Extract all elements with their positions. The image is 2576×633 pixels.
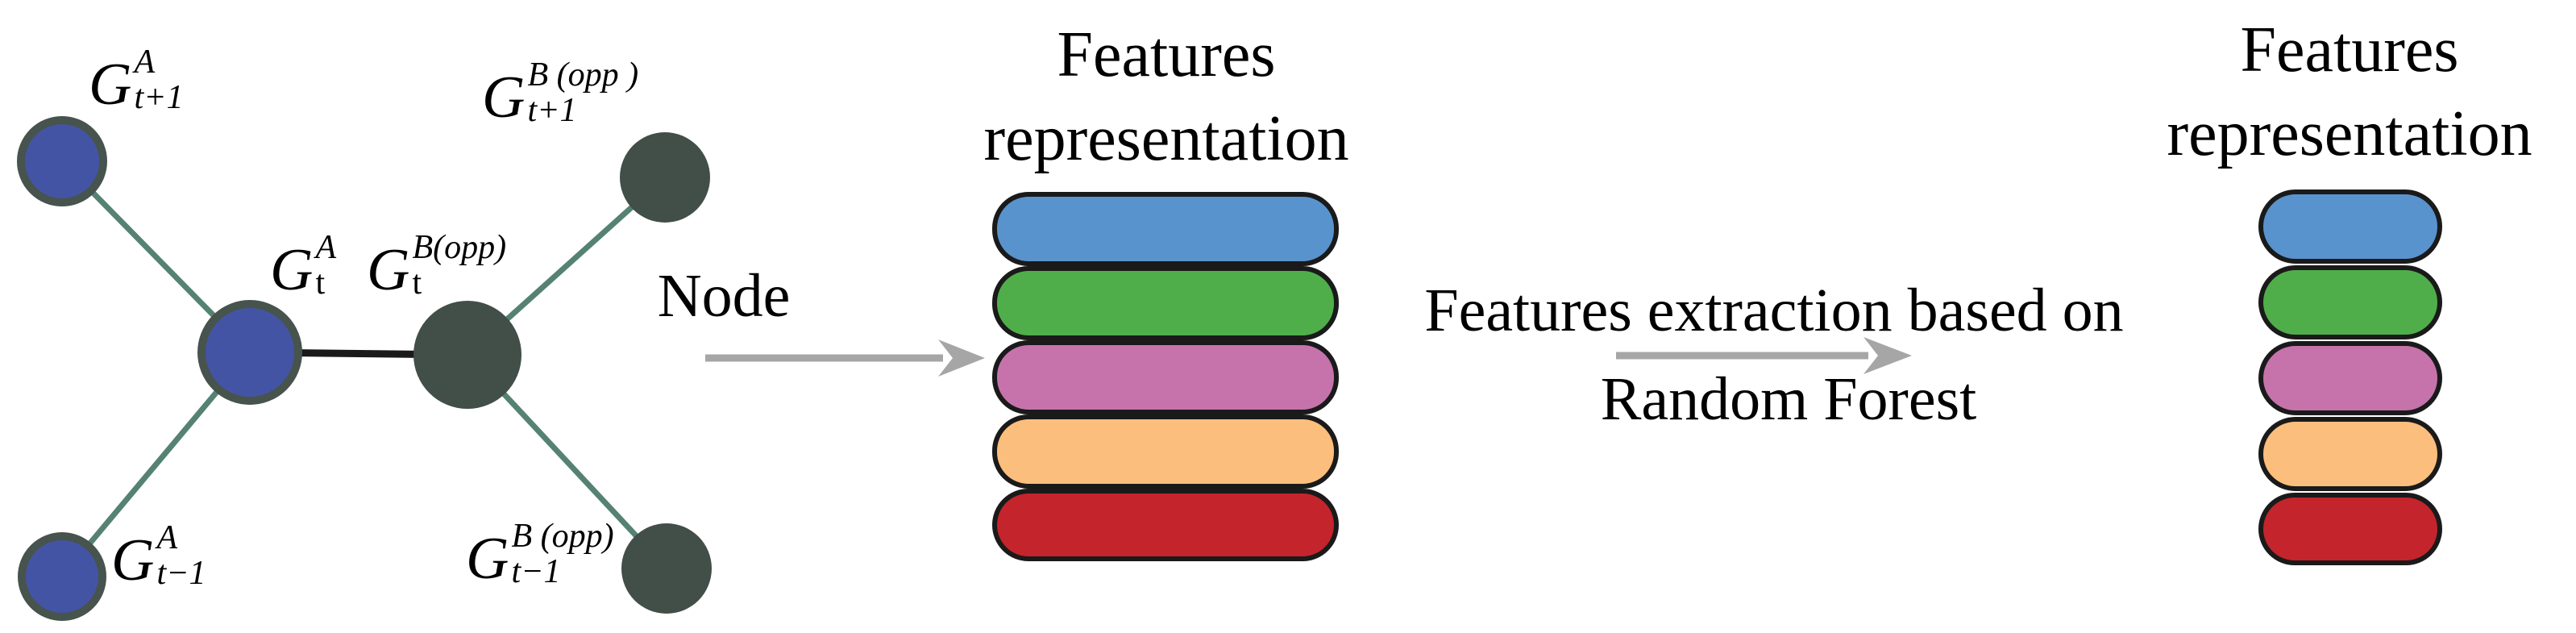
node-team-a-previous (18, 532, 106, 621)
label-scripts: A t (315, 229, 337, 302)
label-team-a-next: G A t+1 (89, 45, 183, 118)
right-arrow-icon (705, 339, 985, 377)
feature-pill-green (992, 266, 1339, 340)
feature-pill-green (2258, 265, 2442, 339)
node-team-a-next (17, 116, 107, 206)
label-superscript: B(opp) (412, 229, 507, 266)
label-opp-b-current: G B(opp) t (367, 231, 506, 303)
label-base: G (89, 52, 132, 118)
label-subscript: t (412, 264, 422, 302)
label-base: G (466, 526, 509, 592)
node-team-a-current (197, 300, 302, 405)
label-subscript: t (315, 264, 326, 302)
label-base: G (367, 237, 410, 303)
label-opp-b-previous: G B (opp) t−1 (466, 519, 614, 592)
title-line-2: representation (983, 103, 1349, 174)
label-superscript: B (opp ) (527, 56, 639, 94)
temporal-graph (17, 116, 712, 621)
label-base: G (482, 65, 526, 131)
label-opp-b-next: G B (opp ) t+1 (482, 58, 638, 131)
node-opp-b-current (413, 301, 521, 409)
label-superscript: A (315, 229, 337, 266)
node-opp-b-previous (621, 523, 712, 614)
label-subscript: t+1 (527, 92, 577, 129)
extraction-caption-line1: Features extraction based on (1424, 277, 2124, 344)
label-scripts: B (opp) t−1 (511, 518, 614, 590)
feature-pill-red (2258, 493, 2442, 565)
label-team-a-current: G A t (270, 231, 336, 303)
title-line-2: representation (2167, 98, 2532, 169)
right-stack-title: Features representation (2108, 8, 2576, 176)
right-arrow-icon (1616, 337, 1912, 374)
feature-pill-orange (992, 414, 1339, 489)
middle-feature-stack (992, 192, 1339, 561)
title-line-1: Features (2240, 15, 2459, 85)
node-arrow-label: Node (657, 262, 791, 330)
label-scripts: A t−1 (156, 519, 206, 592)
label-scripts: A t+1 (134, 44, 184, 116)
label-subscript: t−1 (511, 553, 561, 590)
label-base: G (270, 237, 314, 303)
arrow-head (1863, 337, 1912, 374)
label-scripts: B(opp) t (412, 229, 507, 302)
title-line-1: Features (1057, 19, 1276, 90)
arrow-head (938, 339, 985, 377)
label-superscript: B (opp) (511, 518, 614, 555)
label-base: G (111, 527, 155, 593)
label-superscript: A (134, 44, 156, 81)
label-superscript: A (156, 519, 178, 556)
label-scripts: B (opp ) t+1 (527, 56, 639, 129)
feature-pill-red (992, 489, 1339, 561)
extraction-caption-line2: Random Forest (1600, 365, 1977, 433)
label-team-a-previous: G A t−1 (111, 521, 206, 593)
label-subscript: t−1 (156, 555, 206, 592)
middle-stack-title: Features representation (924, 13, 1408, 181)
feature-pill-pink (992, 340, 1339, 414)
feature-pill-pink (2258, 341, 2442, 415)
node-opp-b-next (620, 132, 710, 223)
feature-pill-blue (2258, 189, 2442, 264)
feature-pill-blue (992, 192, 1339, 266)
feature-pill-orange (2258, 417, 2442, 491)
label-subscript: t+1 (134, 79, 184, 116)
right-feature-stack (2258, 189, 2442, 565)
